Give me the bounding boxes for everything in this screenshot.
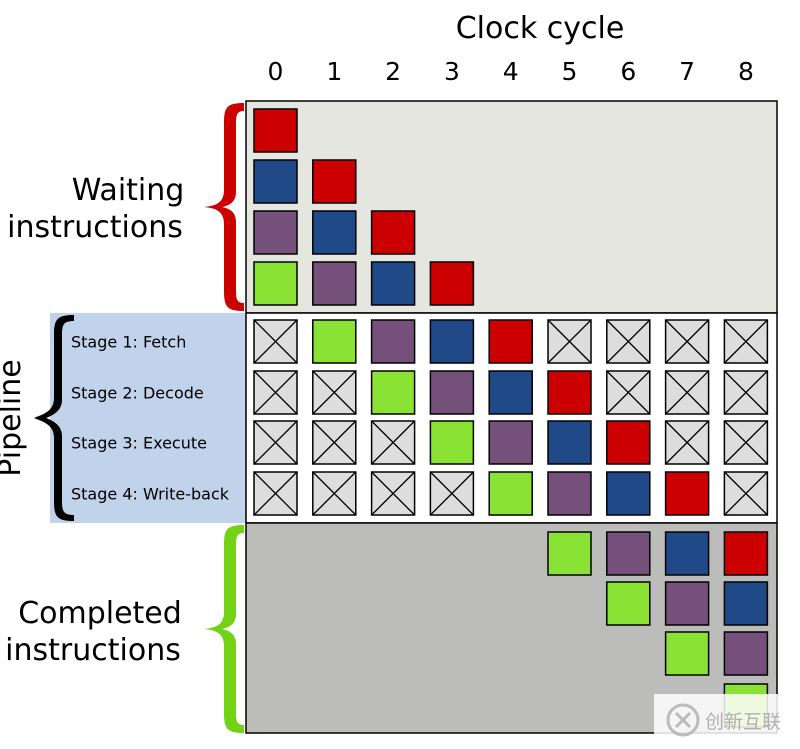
empty-slot-cross-icon xyxy=(429,471,474,516)
cycle-number-labels: 0 1 2 3 4 5 6 7 8 xyxy=(268,57,754,86)
empty-slot-cross-icon xyxy=(312,471,357,516)
waiting-cell-r4-c1-purple xyxy=(312,261,357,306)
completed-cell-r3-c8-purple xyxy=(723,631,769,676)
cycle-label-6: 6 xyxy=(620,57,636,86)
completed-cell-r2-c8-blue xyxy=(723,581,769,626)
waiting-cell-r3-c2-red xyxy=(370,210,416,255)
watermark-text: 创新互联 xyxy=(705,711,781,733)
empty-slot-cross-icon xyxy=(606,319,651,364)
cycle-label-3: 3 xyxy=(444,57,460,86)
empty-slot-cross-icon xyxy=(253,420,298,465)
watermark: 创新互联 xyxy=(654,694,800,749)
empty-slot-cross-icon xyxy=(606,370,651,415)
pipeline-cell-r4-c5-purple xyxy=(547,471,592,516)
watermark-logo-mark-icon xyxy=(674,711,692,729)
pipeline-label: Pipeline xyxy=(0,359,28,476)
completed-cell-r1-c8-red xyxy=(723,531,769,576)
completed-cell-r1-c7-blue xyxy=(664,531,710,576)
waiting-brace-icon xyxy=(204,103,244,311)
waiting-cell-r3-c1-blue xyxy=(312,210,357,255)
stage-label-2: Stage 2: Decode xyxy=(71,384,204,403)
waiting-cell-r4-c3-red xyxy=(429,261,475,306)
completed-label-line2: instructions xyxy=(5,633,181,668)
completed-brace-icon xyxy=(204,525,244,733)
cycle-label-4: 4 xyxy=(503,57,519,86)
empty-slot-cross-icon xyxy=(665,420,710,465)
empty-slot-cross-icon xyxy=(665,370,710,415)
waiting-cells xyxy=(253,108,475,306)
empty-slot-cross-icon xyxy=(723,471,768,516)
empty-slot-cross-icon xyxy=(665,319,710,364)
stage-label-1: Stage 1: Fetch xyxy=(71,333,186,352)
waiting-cell-r2-c1-red xyxy=(312,159,357,204)
stage-label-4: Stage 4: Write-back xyxy=(71,485,230,504)
empty-slot-cross-icon xyxy=(723,420,768,465)
pipeline-cell-r2-c3-purple xyxy=(429,370,475,415)
empty-slot-cross-icon xyxy=(253,471,298,516)
cycle-label-7: 7 xyxy=(679,57,695,86)
empty-slot-cross-icon xyxy=(253,319,298,364)
stage-labels-panel xyxy=(50,313,246,523)
pipeline-cell-r3-c6-red xyxy=(606,420,651,465)
waiting-cell-r4-c0-green xyxy=(253,261,298,306)
empty-slot-cross-icon xyxy=(312,420,357,465)
empty-slot-cross-icon xyxy=(312,370,357,415)
empty-slot-cross-icon xyxy=(371,420,416,465)
waiting-cell-r1-c0-red xyxy=(253,108,298,153)
pipeline-cell-r1-c3-blue xyxy=(429,319,475,364)
pipeline-cell-r2-c5-red xyxy=(547,370,592,415)
pipeline-cell-r1-c4-red xyxy=(488,319,533,364)
completed-cell-r2-c6-green xyxy=(606,581,651,626)
pipeline-brace-icon xyxy=(34,315,74,521)
pipeline-cell-r3-c5-blue xyxy=(547,420,592,465)
empty-slot-cross-icon xyxy=(723,370,768,415)
cycle-label-0: 0 xyxy=(268,57,284,86)
waiting-cell-r3-c0-purple xyxy=(253,210,298,255)
empty-slot-cross-icon xyxy=(723,319,768,364)
pipeline-cell-r2-c4-blue xyxy=(488,370,533,415)
waiting-label-line2: instructions xyxy=(7,210,183,245)
empty-slot-cross-icon xyxy=(547,319,592,364)
diagram-title: Clock cycle xyxy=(456,11,625,46)
cycle-label-8: 8 xyxy=(738,57,754,86)
completed-cell-r3-c7-green xyxy=(664,631,710,676)
pipeline-cells xyxy=(253,319,769,516)
pipeline-cell-r3-c3-green xyxy=(429,420,475,465)
empty-slot-cross-icon xyxy=(371,471,416,516)
pipeline-cell-r4-c7-red xyxy=(664,471,710,516)
stage-label-3: Stage 3: Execute xyxy=(71,434,207,453)
pipeline-cell-r4-c4-green xyxy=(488,471,533,516)
completed-cell-r2-c7-purple xyxy=(664,581,710,626)
pipeline-cell-r2-c2-green xyxy=(370,370,416,415)
empty-slot-cross-icon xyxy=(253,370,298,415)
waiting-label-line1: Waiting xyxy=(72,173,185,208)
cycle-label-1: 1 xyxy=(326,57,342,86)
completed-cell-r1-c5-green xyxy=(547,531,592,576)
watermark-bg xyxy=(654,694,800,749)
completed-label-line1: Completed xyxy=(18,596,182,631)
pipeline-cell-r1-c1-green xyxy=(312,319,357,364)
cycle-label-2: 2 xyxy=(385,57,401,86)
pipeline-cell-r4-c6-blue xyxy=(606,471,651,516)
pipeline-cell-r1-c2-purple xyxy=(370,319,416,364)
pipeline-cell-r3-c4-purple xyxy=(488,420,533,465)
watermark-logo-icon xyxy=(666,703,700,737)
waiting-cell-r4-c2-blue xyxy=(370,261,416,306)
completed-cell-r1-c6-purple xyxy=(606,531,651,576)
cycle-label-5: 5 xyxy=(562,57,578,86)
waiting-cell-r2-c0-blue xyxy=(253,159,298,204)
